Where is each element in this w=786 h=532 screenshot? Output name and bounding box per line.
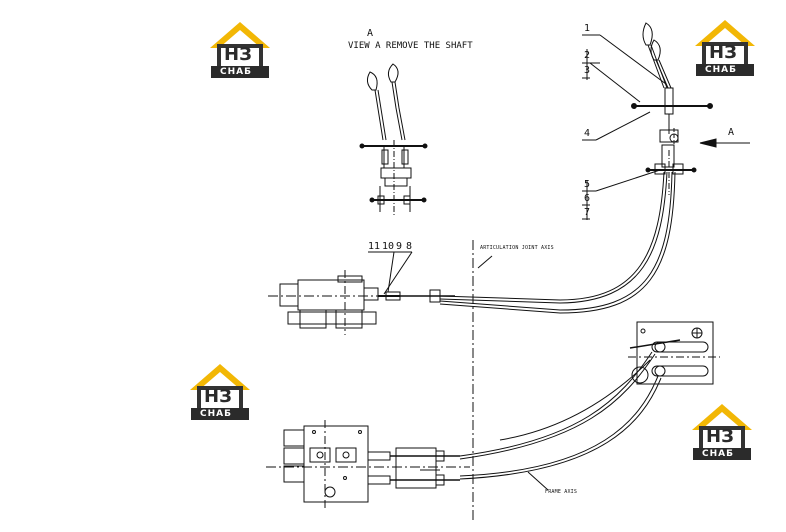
callout-7: 7: [584, 207, 591, 218]
callout-3: 3: [584, 65, 591, 76]
control-cables-upper: [439, 171, 676, 314]
view-caption: VIEW A REMOVE THE SHAFT: [348, 41, 473, 51]
view-letter: A: [367, 28, 374, 39]
view-arrow-label: A: [728, 127, 735, 138]
view-a-lever-assembly: [359, 63, 428, 215]
articulation-leader: [477, 255, 493, 269]
callout-4: 4: [584, 128, 591, 139]
lower-lever-plate: [628, 321, 720, 385]
frame-axis-leader: [527, 471, 549, 491]
callout-9: 9: [396, 241, 403, 252]
lower-valve-block: [266, 420, 470, 510]
watermark-logo: НЗ СНАБ: [689, 400, 755, 464]
watermark-logo: НЗ СНАБ: [692, 16, 758, 80]
logo-text-top: НЗ: [224, 44, 252, 65]
callout-10: 10: [382, 241, 395, 252]
frame-axis-label: FRAME AXIS: [545, 489, 578, 495]
callout-1: 1: [584, 23, 591, 34]
logo-text-top: НЗ: [204, 386, 232, 407]
watermark-logo: НЗ СНАБ: [207, 18, 273, 82]
control-cables-lower: [459, 351, 662, 480]
logo-text-top: НЗ: [706, 426, 734, 447]
callout-8: 8: [406, 241, 413, 252]
watermark-logo: НЗ СНАБ: [187, 360, 253, 424]
articulation-axis-label: ARTICULATION JOINT AXIS: [480, 245, 554, 251]
logo-text-bottom: СНАБ: [702, 449, 734, 459]
callout-2: 2: [584, 50, 591, 61]
logo-text-bottom: СНАБ: [220, 67, 252, 77]
logo-text-bottom: СНАБ: [200, 409, 232, 419]
logo-text-top: НЗ: [709, 42, 737, 63]
upper-valve-block: [268, 251, 455, 335]
callout-5: 5: [584, 179, 591, 190]
callout-6: 6: [584, 193, 591, 204]
callout-leaders: [582, 34, 667, 220]
logo-text-bottom: СНАБ: [705, 65, 737, 75]
callout-11: 11: [368, 241, 381, 252]
